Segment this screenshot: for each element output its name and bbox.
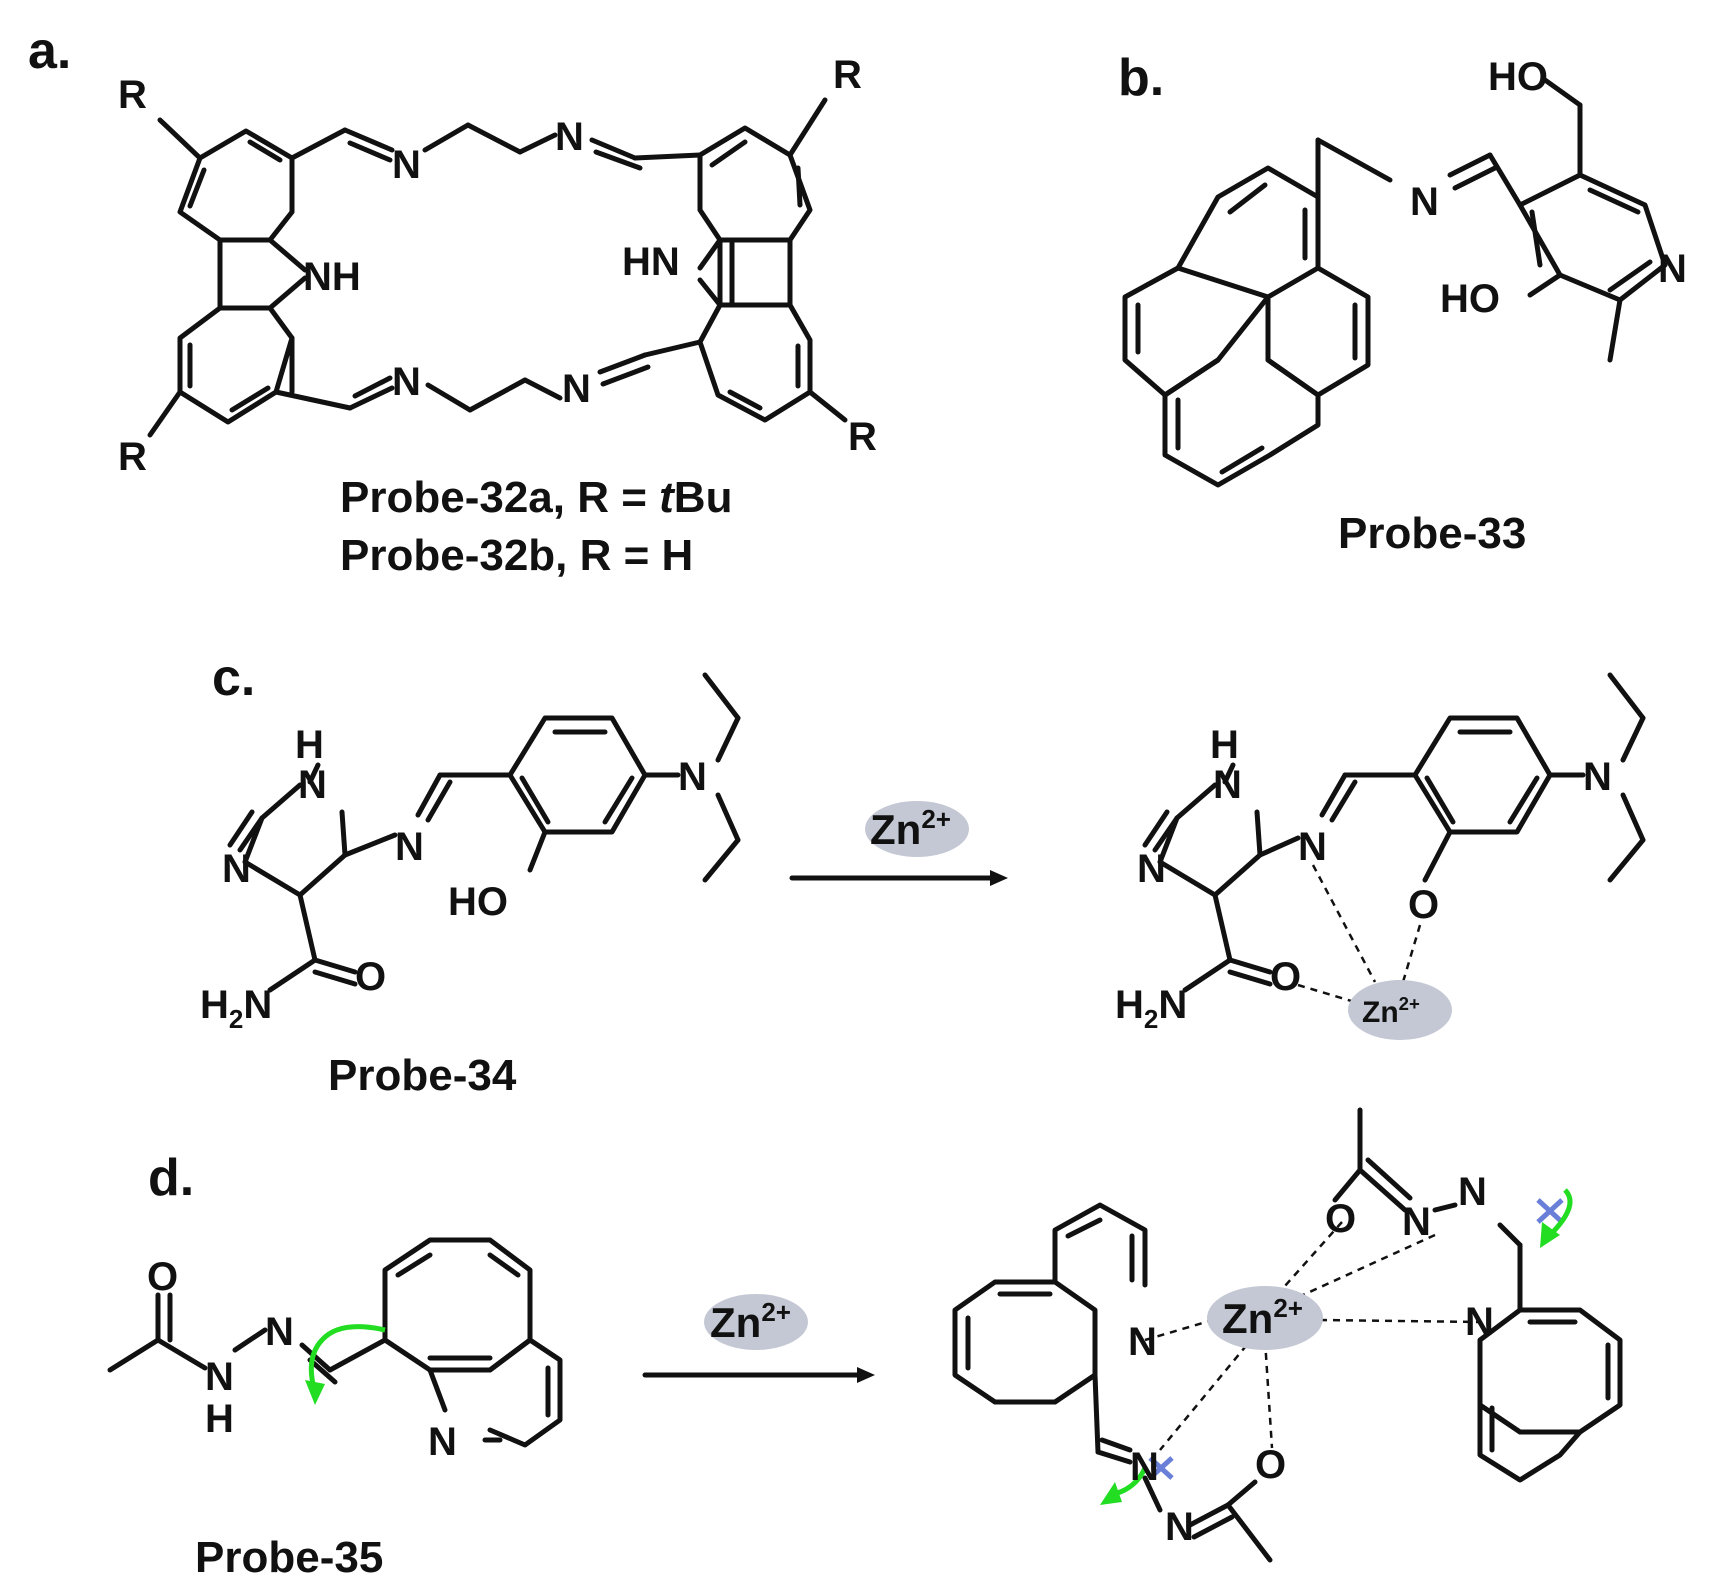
zn-ion-badge-complex-c: [1348, 980, 1452, 1040]
atom-label-n-probe35-imine: N: [265, 1310, 294, 1354]
atom-label-n-probe35-quinoline: N: [428, 1420, 457, 1464]
atom-label-o-complex-c-phenolate: O: [1408, 883, 1439, 927]
atom-label-h2n-complex-c: H2N: [1115, 983, 1187, 1034]
atom-label-n-complex-c-ring-top: N: [1213, 763, 1242, 807]
atom-label-n-top-2: N: [555, 115, 584, 159]
caption-probe-32a-suffix: Bu: [674, 473, 733, 522]
zn-ion-d-symbol: Zn: [710, 1299, 761, 1346]
reaction-arrow-c: Zn2+: [789, 801, 1008, 886]
zn-ion-label-c: Zn2+: [870, 804, 951, 853]
caption-probe-34: Probe-34: [328, 1051, 517, 1100]
atom-label-n-probe34-imine: N: [395, 825, 424, 869]
atom-label-nh: NH: [303, 255, 361, 299]
atom-label-r-4: R: [848, 415, 877, 459]
reaction-arrow-d: Zn2+: [642, 1294, 875, 1383]
panel-label-b: b.: [1118, 49, 1164, 107]
atom-label-n-complex-c-imine: N: [1298, 825, 1327, 869]
panel-label-a: a.: [28, 22, 71, 80]
atom-label-n-probe34-ring-top: N: [298, 763, 327, 807]
atom-label-h-probe35: H: [205, 1397, 234, 1441]
caption-probe-32a: Probe-32a, R = tBu: [340, 473, 732, 522]
zn-ion-badge-d: [704, 1294, 808, 1350]
atom-label-n-complex-d-left-quinoline: N: [1128, 1320, 1157, 1364]
zn-ion-label-complex-d: Zn2+: [1222, 1293, 1303, 1342]
atom-label-n-probe33-pyridine: N: [1658, 247, 1687, 291]
atom-label-h2n-probe34: H2N: [200, 983, 272, 1034]
zn-ion-label-d: Zn2+: [710, 1297, 791, 1346]
atom-label-h-probe34: H: [295, 723, 324, 767]
zn-ion-badge-complex-d: [1207, 1286, 1323, 1350]
atom-label-n-probe35-hydrazide: N: [205, 1355, 234, 1399]
atom-label-ho-probe34: HO: [448, 880, 508, 924]
probe-33-structure: N N HO HO: [1122, 55, 1687, 488]
zn-ion-label-complex-c: Zn2+: [1362, 993, 1420, 1029]
h2n-c-n: N: [1158, 983, 1187, 1027]
h2n-c-h: H: [1115, 983, 1144, 1027]
atom-label-n-complex-c-amine: N: [1583, 755, 1612, 799]
zn-complex-c-structure: Zn2+ H N N N O N O H2N: [1115, 672, 1646, 1040]
atom-label-n-probe33-imine: N: [1410, 180, 1439, 224]
atom-label-n-probe34-ring-bottom: N: [222, 847, 251, 891]
probe-35-structure: O N H N N: [107, 1237, 563, 1464]
atom-label-o-probe35: O: [147, 1255, 178, 1299]
panel-label-d: d.: [148, 1149, 194, 1207]
atom-label-r-1: R: [118, 73, 147, 117]
h2n-c-sub: 2: [1144, 1004, 1158, 1034]
atom-label-ho-probe33-top: HO: [1488, 55, 1548, 99]
caption-probe-32a-prefix: Probe-32a, R =: [340, 473, 659, 522]
h2n-sub: 2: [229, 1004, 243, 1034]
h2n-n: N: [243, 983, 272, 1027]
atom-label-n-top-1: N: [392, 143, 421, 187]
zn-complex-d-charge: 2+: [1273, 1293, 1303, 1323]
atom-label-n-complex-d-left-hydrazide: N: [1165, 1505, 1194, 1549]
zn-complex-c-charge: 2+: [1399, 993, 1420, 1014]
atom-label-hn: HN: [622, 240, 680, 284]
zn-complex-c-symbol: Zn: [1362, 996, 1399, 1029]
atom-label-o-probe34: O: [355, 955, 386, 999]
atom-label-ho-probe33-side: HO: [1440, 277, 1500, 321]
atom-label-n-bottom-1: N: [392, 360, 421, 404]
zn-ion-c-charge: 2+: [921, 804, 951, 834]
caption-probe-33: Probe-33: [1338, 509, 1526, 558]
panel-label-c: c.: [212, 649, 255, 707]
atom-label-n-complex-d-right-hydrazide: N: [1402, 1200, 1431, 1244]
probe-32-structure: R R R R N N N N NH HN: [118, 53, 877, 479]
atom-label-n-complex-c-ring-bottom: N: [1137, 847, 1166, 891]
atom-label-n-complex-d-right-quinoline: N: [1465, 1300, 1494, 1344]
atom-label-n-bottom-2: N: [562, 367, 591, 411]
atom-label-n-complex-d-left-imine: N: [1130, 1445, 1159, 1489]
h2n-h: H: [200, 983, 229, 1027]
atom-label-r-3: R: [833, 53, 862, 97]
atom-label-n-complex-d-right-imine: N: [1458, 1170, 1487, 1214]
atom-label-r-2: R: [118, 435, 147, 479]
zn-ion-d-charge: 2+: [761, 1297, 791, 1327]
caption-probe-32b: Probe-32b, R = H: [340, 531, 693, 580]
atom-label-o-complex-d-right: O: [1325, 1197, 1356, 1241]
atom-label-o-complex-c-carbonyl: O: [1270, 955, 1301, 999]
zn-complex-d-symbol: Zn: [1222, 1295, 1273, 1342]
caption-probe-35: Probe-35: [195, 1533, 383, 1582]
caption-probe-32a-italic: t: [659, 473, 676, 522]
probe-34-structure: H N N N HO N O H2N: [200, 672, 741, 1034]
zn-complex-d-structure: Zn2+ N N N O O N N N: [952, 1107, 1623, 1563]
zn-ion-badge-c: [865, 801, 969, 857]
atom-label-o-complex-d-left: O: [1255, 1443, 1286, 1487]
zn-ion-c-symbol: Zn: [870, 806, 921, 853]
atom-label-n-probe34-amine: N: [678, 755, 707, 799]
atom-label-h-complex-c: H: [1210, 723, 1239, 767]
